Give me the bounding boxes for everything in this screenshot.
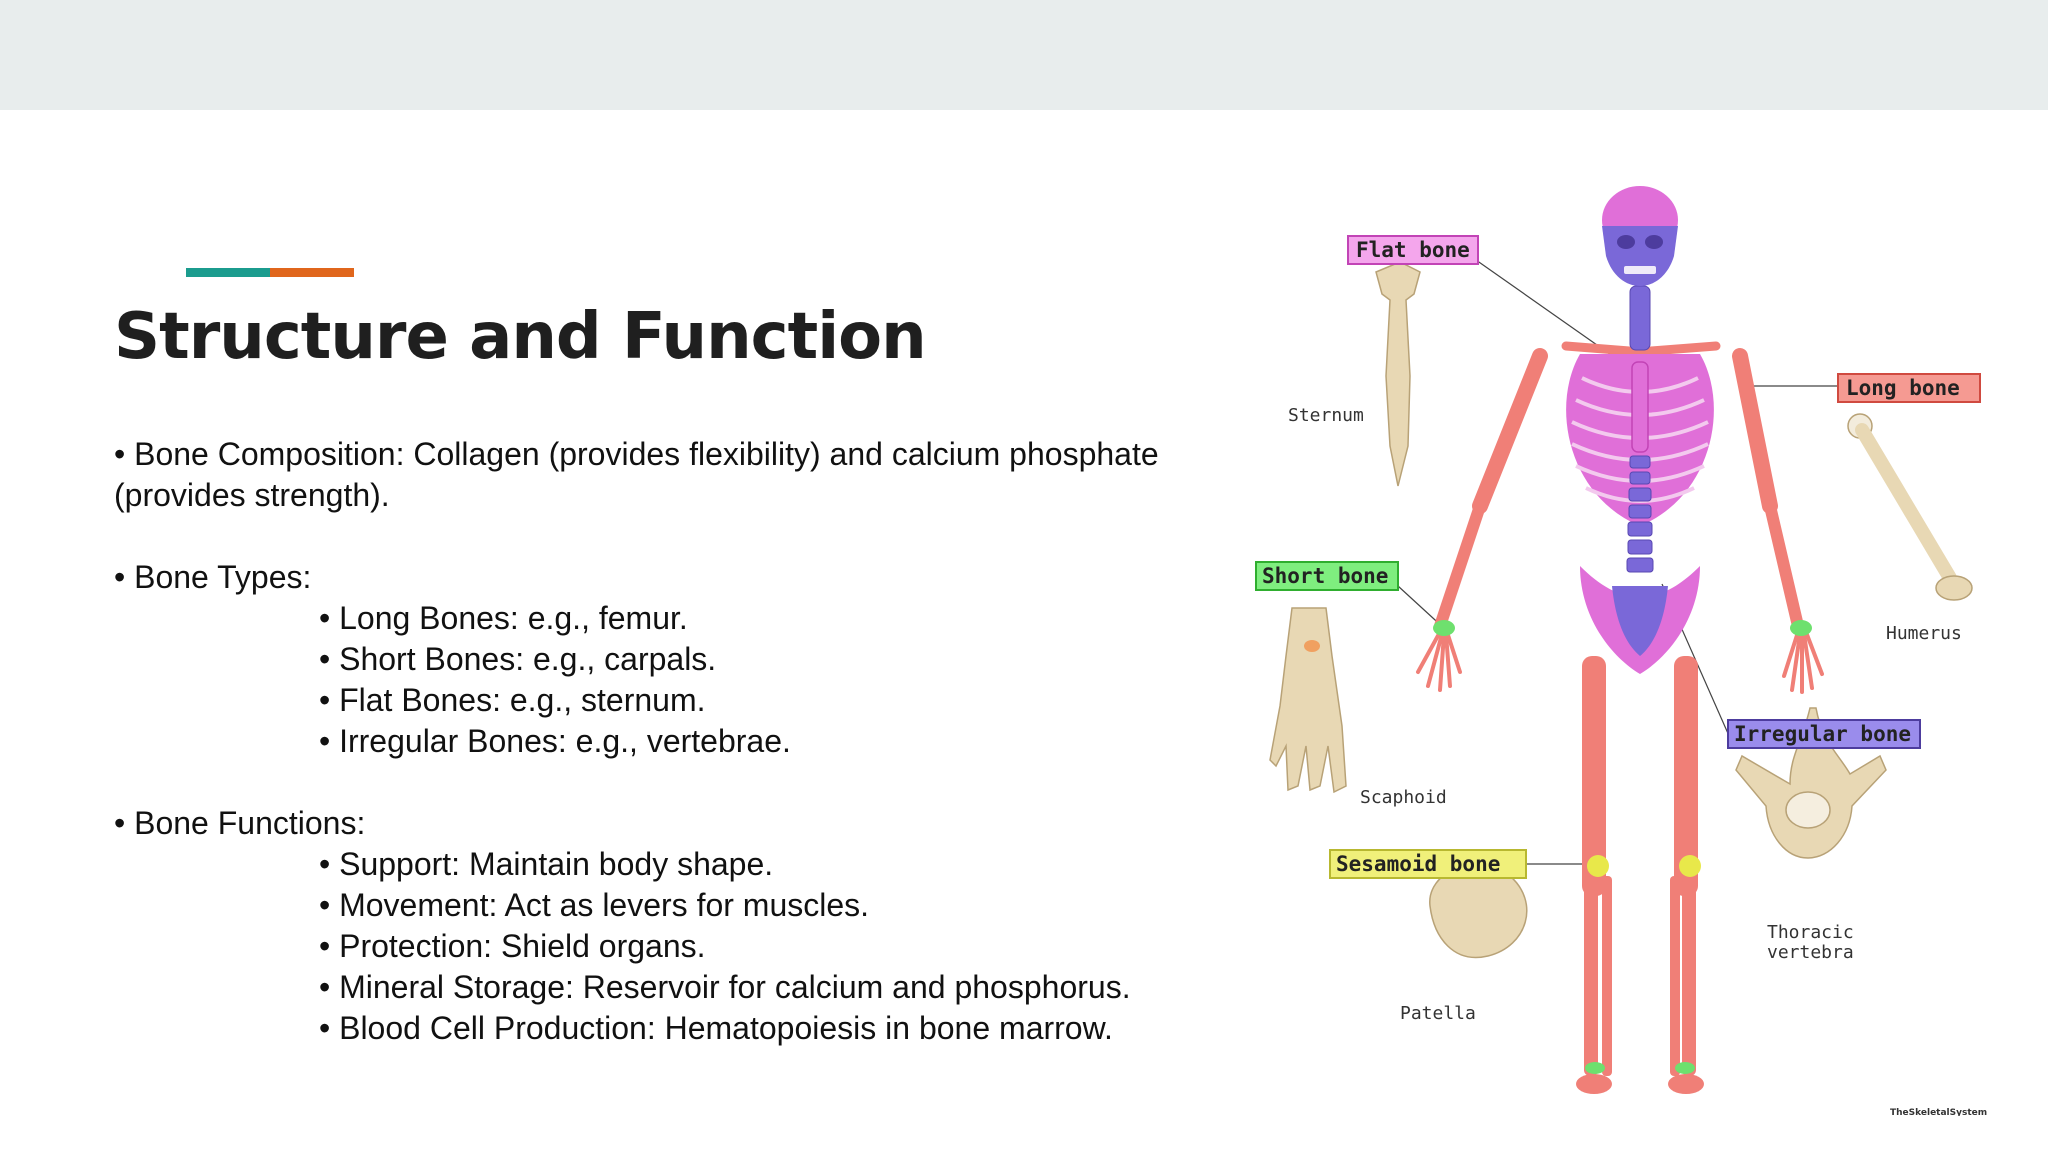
caption-patella: Patella [1400, 1003, 1476, 1024]
svg-text:Irregular bone: Irregular bone [1734, 722, 1911, 746]
skeleton-figure: Flat bone Long bone Short bone Irregular… [1250, 186, 2010, 1116]
spacer [114, 516, 1234, 557]
bone-type-item: • Irregular Bones: e.g., vertebrae. [319, 723, 791, 759]
bone-type-item: • Long Bones: e.g., femur. [319, 600, 688, 636]
bone-type-item: • Flat Bones: e.g., sternum. [319, 682, 706, 718]
bone-functions-heading: • Bone Functions: [114, 805, 366, 841]
watermark: TheSkeletalSystem [1890, 1108, 1987, 1116]
bone-label-long: Long bone [1837, 373, 1981, 403]
bone-type-item: • Short Bones: e.g., carpals. [319, 641, 717, 677]
svg-text:Short bone: Short bone [1262, 564, 1388, 588]
bone-types-heading: • Bone Types: [114, 559, 312, 595]
bone-function-item: • Support: Maintain body shape. [319, 846, 774, 882]
skeleton-diagram: Flat bone Long bone Short bone Irregular… [1255, 186, 1987, 1116]
skeleton [1416, 186, 1824, 1094]
sternum-bone [1375, 261, 1421, 487]
bone-composition-text: • Bone Composition: Collagen (provides f… [114, 436, 1159, 513]
specimen-bones [1269, 261, 1973, 959]
svg-text:Sesamoid bone: Sesamoid bone [1336, 852, 1500, 876]
bone-label-flat: Flat bone [1347, 235, 1479, 265]
slide-body: • Bone Composition: Collagen (provides f… [114, 434, 1234, 1049]
caption-scaphoid: Scaphoid [1360, 787, 1447, 808]
scaphoid-hand [1269, 607, 1347, 794]
top-band [0, 0, 2048, 110]
humerus-bone [1935, 575, 1973, 601]
bone-label-short: Short bone [1255, 561, 1399, 591]
caption-humerus: Humerus [1886, 623, 1962, 644]
bone-function-item: • Blood Cell Production: Hematopoiesis i… [319, 1010, 1113, 1046]
caption-thoracic-vertebra: Thoracic [1767, 922, 1854, 943]
caption-thoracic-vertebra: vertebra [1767, 942, 1854, 963]
svg-text:Long bone: Long bone [1846, 376, 1960, 400]
caption-sternum: Sternum [1288, 405, 1364, 426]
bone-function-item: • Mineral Storage: Reservoir for calcium… [319, 969, 1131, 1005]
slide-title: Structure and Function [114, 300, 927, 374]
bone-function-item: • Movement: Act as levers for muscles. [319, 887, 870, 923]
bone-label-sesamoid: Sesamoid bone [1329, 849, 1527, 879]
accent-bar-teal [186, 268, 270, 277]
bone-label-irregular: Irregular bone [1727, 719, 1921, 749]
accent-bar-orange [270, 268, 354, 277]
spacer [114, 762, 1234, 803]
svg-text:Flat bone: Flat bone [1356, 238, 1470, 262]
bone-function-item: • Protection: Shield organs. [319, 928, 706, 964]
